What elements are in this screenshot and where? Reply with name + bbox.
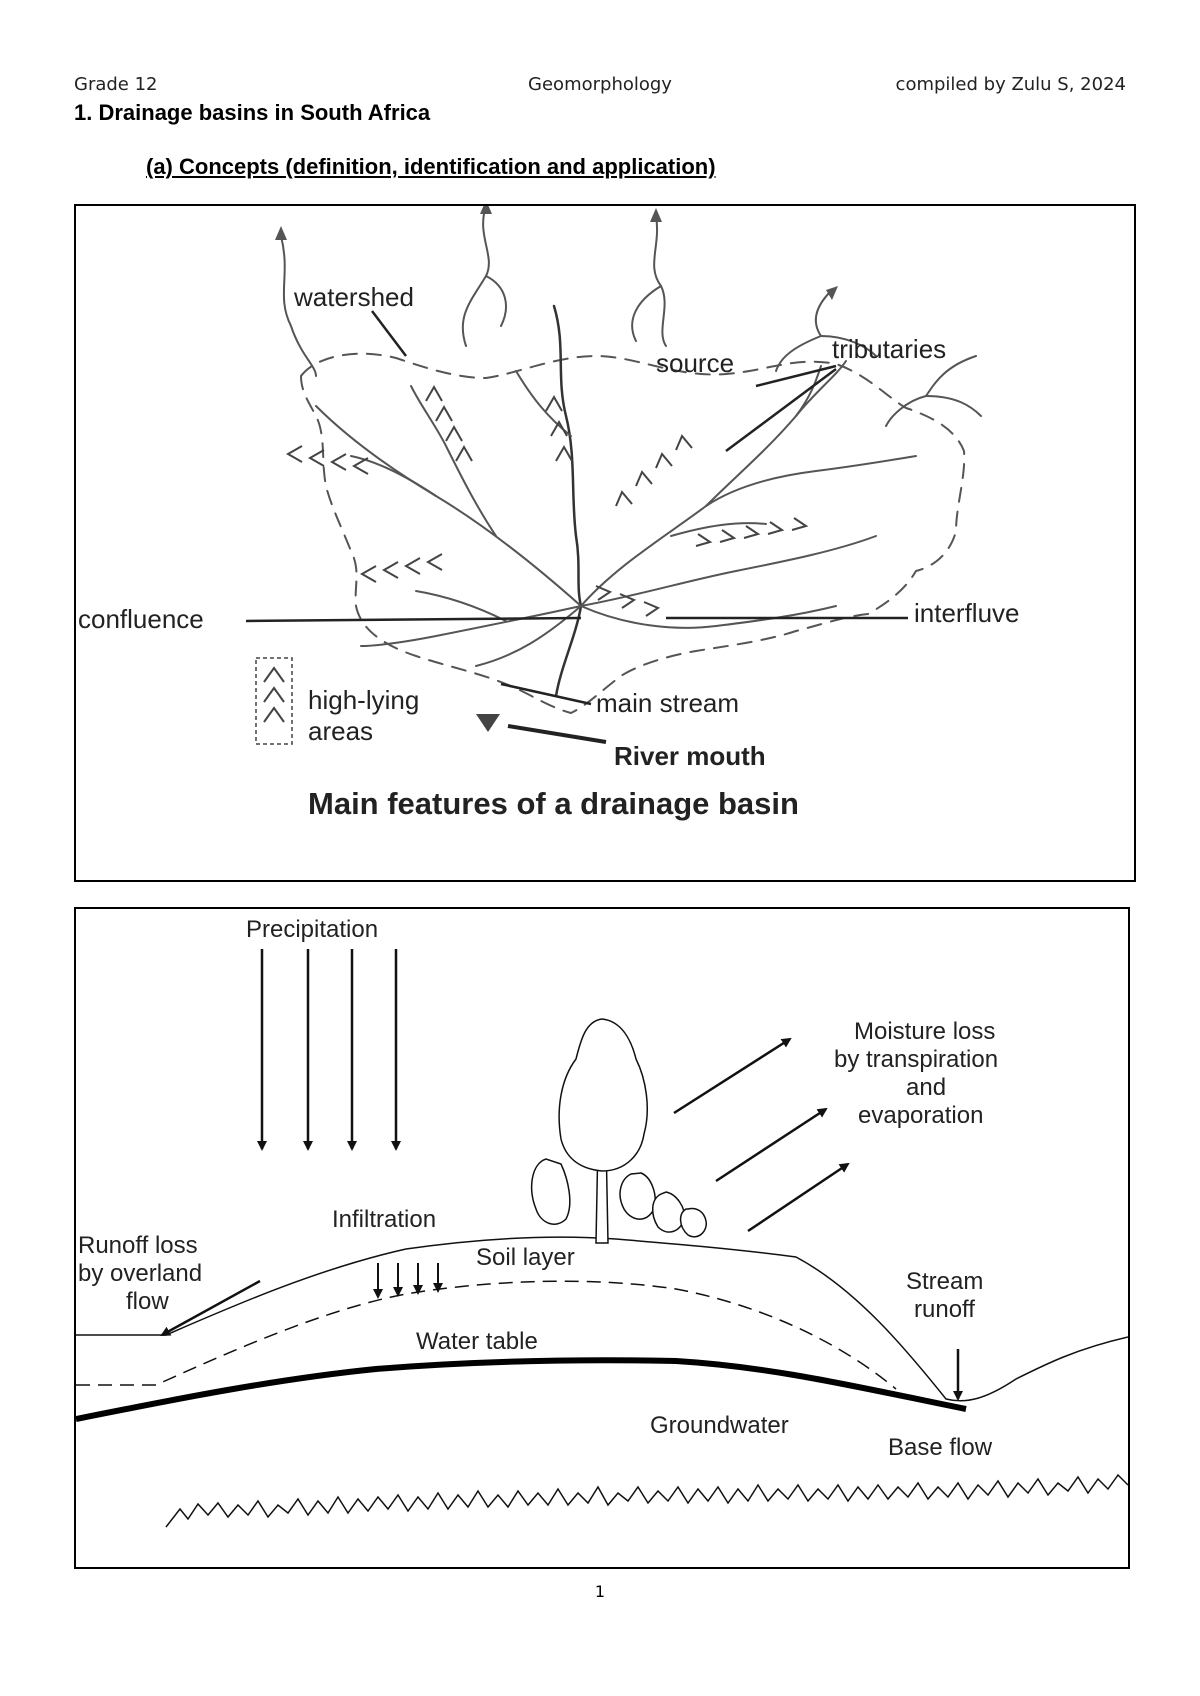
label-watershed: watershed (293, 282, 414, 312)
label-groundwater: Groundwater (650, 1412, 789, 1439)
moisture-arrow-1 (673, 1037, 792, 1115)
header-author: compiled by Zulu S, 2024 (895, 74, 1126, 95)
subsection-heading: (a) Concepts (definition, identification… (146, 154, 716, 179)
tree-icon (530, 1018, 707, 1244)
hydrology-diagram: Precipitation Moisture loss by transpira… (76, 916, 1128, 1528)
label-stream-1: Stream (906, 1268, 983, 1295)
label-soil-layer: Soil layer (476, 1244, 575, 1271)
bedrock-line (165, 1473, 1128, 1528)
label-river-mouth: River mouth (614, 741, 766, 771)
legend-label-1: high-lying (308, 685, 419, 715)
watershed-leader (371, 310, 407, 357)
river-mouth-arrow (476, 714, 500, 732)
label-moisture-3: and (906, 1074, 946, 1101)
header-grade: Grade 12 (74, 74, 158, 95)
label-source: source (656, 348, 734, 378)
main-stream-leader (500, 682, 592, 706)
label-interfluve: interfluve (914, 598, 1020, 628)
tributaries-leader-1 (755, 364, 837, 388)
moisture-arrow-2 (715, 1107, 828, 1183)
hydrological-cycle-figure: Precipitation Moisture loss by transpira… (74, 907, 1130, 1569)
moisture-arrow-3 (747, 1162, 850, 1233)
confluence-leader (245, 616, 582, 623)
label-base-flow: Base flow (888, 1434, 993, 1461)
drainage-basin-diagram: watershed source tributaries confluence … (78, 206, 1020, 821)
legend-chevron-icon (263, 666, 285, 723)
figure1-title: Main features of a drainage basin (308, 786, 799, 821)
runoff-arrow (160, 1279, 261, 1337)
label-infiltration: Infiltration (332, 1206, 436, 1233)
legend-label-2: areas (308, 716, 373, 746)
label-moisture-4: evaporation (858, 1102, 983, 1129)
label-stream-2: runoff (914, 1296, 975, 1323)
label-main-stream: main stream (596, 688, 739, 718)
water-table-line (76, 1357, 967, 1422)
label-moisture-1: Moisture loss (854, 1018, 995, 1045)
label-runoff-3: flow (126, 1288, 169, 1315)
label-confluence: confluence (78, 604, 204, 634)
tributaries-leader-2 (725, 367, 837, 453)
label-tributaries: tributaries (832, 334, 946, 364)
river-mouth-leader (507, 724, 607, 744)
page-number: 1 (594, 1582, 606, 1601)
label-runoff-1: Runoff loss (78, 1232, 198, 1259)
soil-layer-line (76, 1280, 897, 1390)
watershed-boundary (299, 352, 966, 715)
legend-box (255, 657, 293, 745)
label-water-table: Water table (416, 1328, 538, 1355)
label-precipitation: Precipitation (246, 916, 378, 943)
high-lying-chevrons (285, 384, 809, 617)
ground-surface (76, 1236, 1128, 1402)
section-heading: 1. Drainage basins in South Africa (74, 100, 431, 125)
drainage-basin-figure: watershed source tributaries confluence … (74, 204, 1136, 882)
label-runoff-2: by overland (78, 1260, 202, 1287)
main-stream-line (552, 304, 583, 698)
header-subject: Geomorphology (528, 74, 672, 95)
label-moisture-2: by transpiration (834, 1046, 998, 1073)
